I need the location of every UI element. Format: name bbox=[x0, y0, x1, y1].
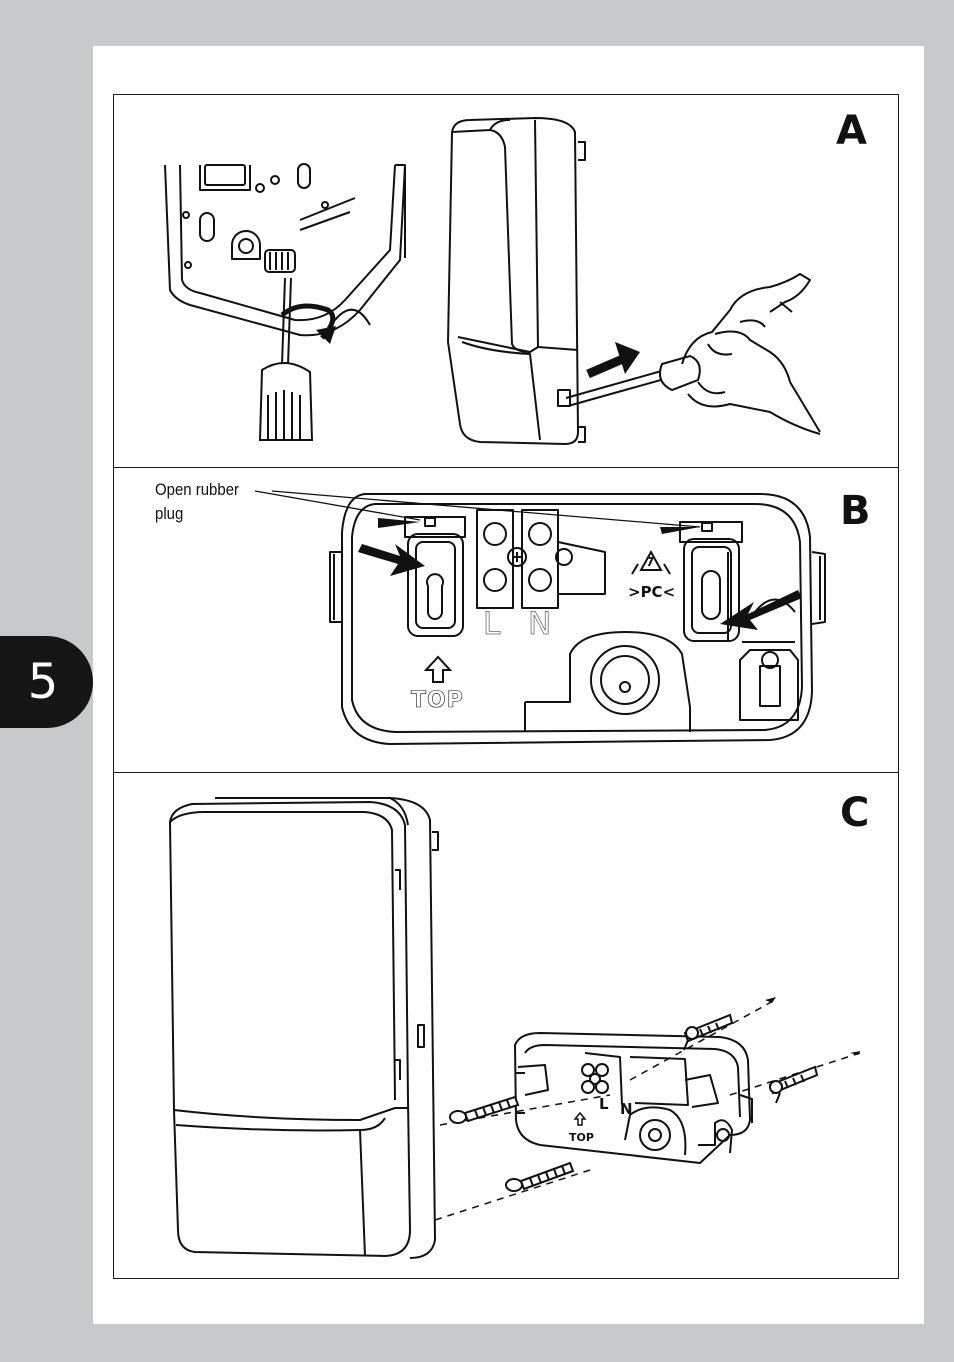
material-code: >PC< bbox=[628, 583, 675, 601]
callout-open-rubber-plug: Open rubber plug bbox=[155, 478, 247, 526]
panel-a-cover-illustration bbox=[440, 112, 830, 452]
panel-a-base-illustration bbox=[150, 150, 450, 450]
up-arrow-icon bbox=[575, 1113, 585, 1125]
terminal-n-label: N bbox=[528, 606, 551, 642]
terminal-l-label: L bbox=[483, 606, 501, 642]
panel-c-base-illustration bbox=[430, 995, 870, 1275]
panel-b-letter: B bbox=[840, 488, 871, 534]
page-number: 5 bbox=[0, 636, 86, 728]
screwdriver-icon bbox=[260, 278, 312, 440]
panel-divider-bc bbox=[113, 772, 899, 773]
panel-a-letter: A bbox=[836, 108, 867, 154]
top-label: TOP bbox=[411, 688, 464, 713]
screw-icon bbox=[450, 1097, 518, 1123]
screwdriver-icon bbox=[566, 356, 700, 406]
panel-c-letter: C bbox=[840, 790, 869, 836]
terminal-n-label: N bbox=[620, 1100, 633, 1118]
top-label: TOP bbox=[569, 1131, 594, 1144]
terminal-l-label: L bbox=[599, 1095, 609, 1113]
wall-plug-icon bbox=[770, 1067, 817, 1103]
push-arrow-icon bbox=[588, 342, 640, 374]
push-arrow-icon bbox=[358, 544, 802, 630]
panel-c-detector-illustration bbox=[160, 790, 450, 1260]
wall-plug-icon bbox=[684, 1015, 732, 1050]
hand-icon bbox=[682, 274, 820, 434]
recycle-code: 7 bbox=[646, 555, 654, 569]
up-arrow-icon bbox=[426, 657, 450, 682]
callout-text: Open rubber plug bbox=[155, 478, 247, 526]
panel-divider-ab bbox=[113, 467, 899, 468]
